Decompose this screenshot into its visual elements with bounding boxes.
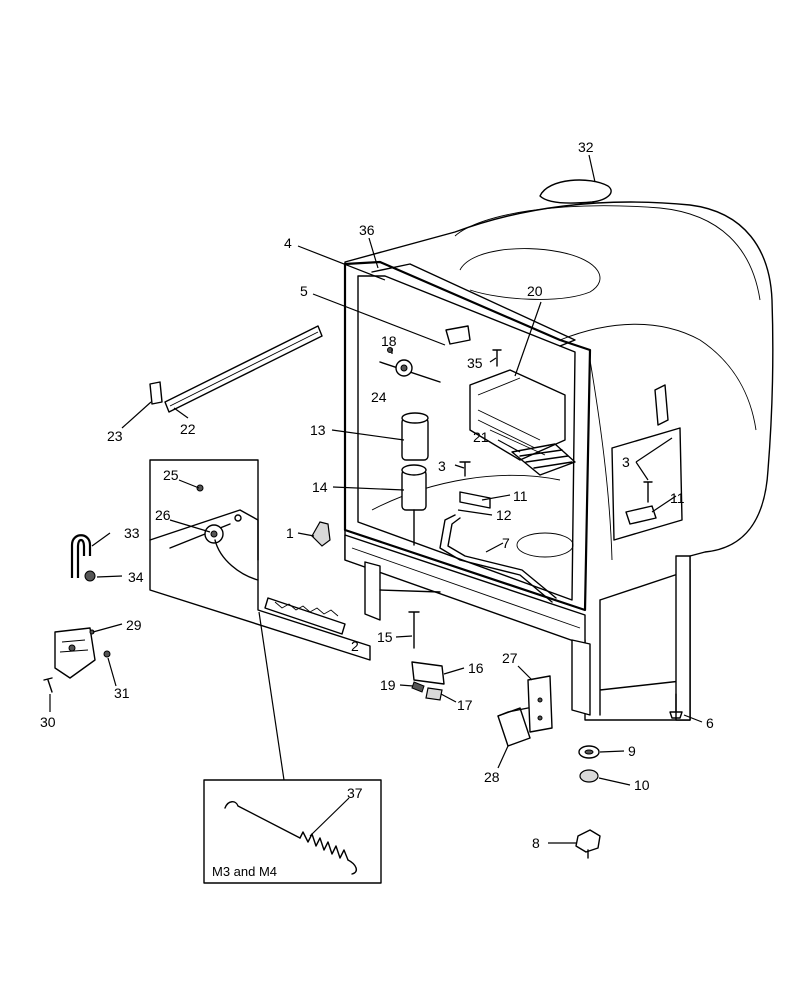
panel-2-box	[149, 459, 371, 661]
callout-labels: 32 36 4 5 20 18 35 24 13 21 3 14 11 12 7…	[40, 139, 714, 851]
callout-23: 23	[107, 428, 123, 444]
clip-11-interior	[459, 491, 491, 509]
callout-22: 22	[180, 421, 196, 437]
tub-top-swirl	[459, 248, 601, 300]
callout-13: 13	[310, 422, 326, 438]
clip-11-side	[625, 505, 657, 525]
screw-19	[411, 681, 425, 693]
module-28-top	[497, 707, 529, 717]
heater-rack	[511, 443, 576, 476]
foot-6	[669, 693, 683, 719]
tub-floor	[371, 474, 561, 511]
cylinder-14	[401, 464, 427, 546]
dispenser-detail	[477, 377, 546, 456]
tub-shell	[344, 201, 774, 721]
callout-30: 30	[40, 714, 56, 730]
callout-15: 15	[377, 629, 393, 645]
callout-5: 5	[300, 283, 308, 299]
base-rail-line	[351, 547, 581, 629]
callout-35: 35	[467, 355, 483, 371]
callout-10: 10	[634, 777, 650, 793]
top-bracket-5	[445, 325, 471, 345]
tub-top-hump	[539, 179, 612, 204]
leader-lines	[49, 154, 703, 844]
callout-25: 25	[163, 467, 179, 483]
side-bracket-plate	[611, 427, 683, 541]
callout-36: 36	[359, 222, 375, 238]
sump-opening	[516, 532, 574, 558]
foot-8	[575, 829, 601, 853]
screw-31	[103, 650, 111, 658]
tub-side-contour-2	[589, 359, 613, 561]
callout-11-side: 11	[670, 490, 685, 506]
callout-2: 2	[351, 638, 359, 654]
clip-23	[149, 381, 163, 405]
callout-12: 12	[496, 507, 512, 523]
callout-14: 14	[312, 479, 328, 495]
callout-19: 19	[380, 677, 396, 693]
screw-30	[43, 677, 53, 693]
side-panel-assembly	[611, 384, 683, 541]
callout-27: 27	[502, 650, 518, 666]
callout-29: 29	[126, 617, 142, 633]
hose-33-inner	[76, 538, 86, 578]
spring-37-wire	[224, 801, 301, 839]
right-leg	[571, 639, 591, 716]
callout-11-center: 11	[513, 488, 528, 504]
callout-16: 16	[468, 660, 484, 676]
top-rail	[371, 263, 576, 347]
right-upright	[675, 555, 691, 721]
panel-plate	[149, 509, 259, 561]
cylinder-13	[401, 412, 429, 461]
hose-7	[439, 514, 553, 603]
callout-33: 33	[124, 525, 140, 541]
cap-34	[84, 570, 96, 582]
tub-rear-curve	[454, 205, 761, 301]
tub-front-frame-outer	[343, 260, 592, 612]
valve-29	[54, 627, 96, 679]
callout-9: 9	[628, 743, 636, 759]
callout-8: 8	[532, 835, 540, 851]
screw-35	[492, 349, 502, 367]
wheel-24	[379, 347, 441, 383]
callout-31: 31	[114, 685, 130, 701]
callout-18: 18	[381, 333, 397, 349]
callout-3-center: 3	[438, 458, 446, 474]
tub-side-contour	[559, 323, 757, 431]
callout-24: 24	[371, 389, 387, 405]
callout-1: 1	[286, 525, 294, 541]
screw-3-side	[643, 481, 653, 503]
callout-34: 34	[128, 569, 144, 585]
callout-28: 28	[484, 769, 500, 785]
tub-front-frame-inner	[357, 275, 576, 601]
callout-37: 37	[347, 785, 363, 801]
interior-components	[311, 325, 576, 603]
callout-20: 20	[527, 283, 543, 299]
inset-caption: M3 and M4	[212, 864, 277, 879]
callout-3-side: 3	[622, 454, 630, 470]
clip-17	[425, 687, 443, 701]
latch-1	[311, 521, 331, 547]
callout-21: 21	[473, 429, 489, 445]
hose-7-inner	[447, 517, 557, 599]
inset-m3-m4: M3 and M4	[203, 779, 382, 884]
side-hinge	[654, 384, 669, 426]
bracket-16	[411, 661, 445, 685]
door-seal-22	[164, 325, 323, 413]
base-frame	[379, 569, 691, 721]
callout-4: 4	[284, 235, 292, 251]
callout-17: 17	[457, 697, 473, 713]
hose-33	[70, 534, 92, 578]
callout-26: 26	[155, 507, 171, 523]
callout-7: 7	[502, 535, 510, 551]
callout-32: 32	[578, 139, 594, 155]
callout-6: 6	[706, 715, 714, 731]
nut-10	[579, 769, 599, 783]
bracket-27	[527, 675, 553, 733]
screw-3-center	[459, 461, 471, 477]
left-leg	[364, 561, 381, 621]
detergent-dispenser	[469, 369, 566, 461]
screw-15	[408, 611, 420, 649]
